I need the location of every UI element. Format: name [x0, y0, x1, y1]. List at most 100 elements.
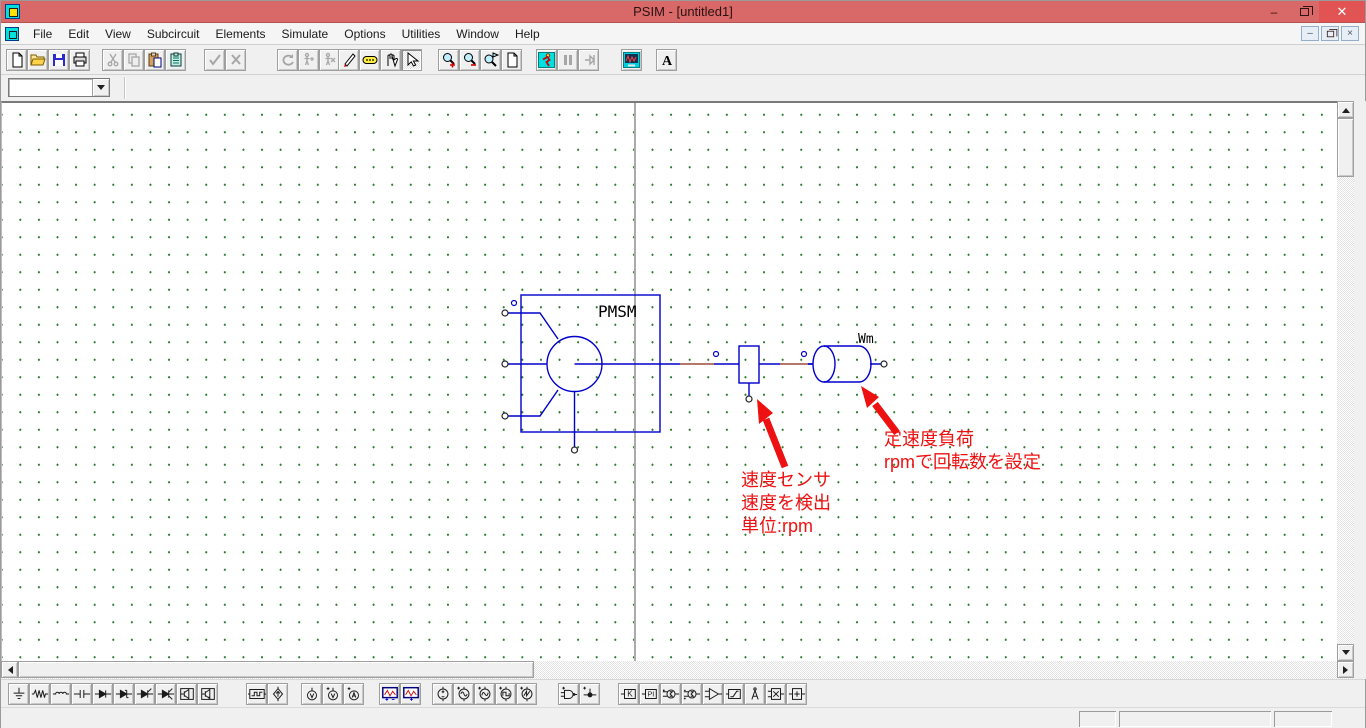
label-flag-button[interactable] [744, 683, 765, 705]
zoom-in-button[interactable] [438, 49, 459, 71]
summer-1-icon [662, 689, 679, 699]
gto-button[interactable] [155, 683, 176, 705]
load-cylinder-end [812, 345, 836, 383]
voltage-sensor-button[interactable] [322, 683, 343, 705]
mux-block-button[interactable] [765, 683, 786, 705]
signal-probe-icon [582, 686, 596, 698]
menu-elements[interactable]: Elements [215, 26, 266, 41]
statusbar-panel [1119, 711, 1271, 727]
capacitor-button[interactable] [71, 683, 92, 705]
voltmeter-button[interactable] [301, 683, 322, 705]
horizontal-scrollbar[interactable] [1, 661, 1354, 679]
menu-view[interactable]: View [105, 26, 131, 41]
zener-diode-button[interactable] [113, 683, 134, 705]
restore-button[interactable] [1289, 1, 1319, 22]
thyristor-button[interactable] [134, 683, 155, 705]
fit-page-button[interactable] [501, 49, 522, 71]
menu-window[interactable]: Window [456, 26, 499, 41]
simview-button[interactable] [621, 49, 642, 71]
scroll-up-button[interactable] [1337, 101, 1354, 118]
close-button[interactable]: ✕ [1319, 1, 1365, 22]
cut-button[interactable] [102, 49, 123, 71]
current-sensor-button[interactable] [343, 683, 364, 705]
scroll-left-button[interactable] [1, 661, 18, 678]
label-tool-button[interactable] [359, 49, 380, 71]
select-tool-button[interactable] [401, 49, 422, 71]
mdi-restore-button[interactable] [1321, 26, 1339, 41]
element-combo-value[interactable] [9, 79, 92, 96]
disable-element-button[interactable] [319, 49, 340, 71]
sine-source-button[interactable] [474, 683, 495, 705]
summer-1-button[interactable] [660, 683, 681, 705]
voltage-probe-scope-2-button[interactable] [400, 683, 421, 705]
statusbar-panel [1079, 711, 1116, 727]
transistor-module-1-button[interactable] [176, 683, 197, 705]
inductor-button[interactable] [50, 683, 71, 705]
pause-simulation-button[interactable] [557, 49, 578, 71]
gain-block-button[interactable]: K [618, 683, 639, 705]
print-button[interactable] [69, 49, 90, 71]
pi-block-button[interactable]: PI [639, 683, 660, 705]
vertical-scroll-thumb[interactable] [1337, 118, 1354, 177]
scroll-right-button[interactable] [1337, 661, 1354, 678]
menu-subcircuit[interactable]: Subcircuit [146, 26, 200, 41]
scroll-down-button[interactable] [1337, 644, 1354, 661]
menu-file[interactable]: File [33, 26, 53, 41]
menu-simulate[interactable]: Simulate [281, 26, 329, 41]
voltage-probe-scope-button[interactable] [379, 683, 400, 705]
paste-list-button[interactable] [165, 49, 186, 71]
ac-source-icon [456, 686, 469, 702]
logic-gate-button[interactable] [558, 683, 579, 705]
square-source-button[interactable] [495, 683, 516, 705]
run-simulation-button[interactable] [536, 49, 557, 71]
new-file-button[interactable] [6, 49, 27, 71]
square-wave-source-button[interactable] [246, 683, 267, 705]
apply-button[interactable] [204, 49, 225, 71]
comparator-button[interactable] [702, 683, 723, 705]
schematic-canvas[interactable]: PMSM Wm 速度センサ 速度を検出 単位:rpm 定速度負荷 rpmで回転数… [1, 101, 1337, 661]
dc-source-button[interactable] [432, 683, 453, 705]
step-simulation-button[interactable] [578, 49, 599, 71]
menu-options[interactable]: Options [344, 26, 386, 41]
enable-element-button[interactable] [298, 49, 319, 71]
cross-icon [230, 54, 241, 65]
paste-button[interactable] [144, 49, 165, 71]
node-block-button[interactable] [786, 683, 807, 705]
save-button[interactable] [48, 49, 69, 71]
hand-icon [387, 53, 398, 68]
current-source-button[interactable] [267, 683, 288, 705]
menu-utilities[interactable]: Utilities [401, 26, 441, 41]
check-icon [208, 54, 221, 66]
horizontal-scroll-thumb[interactable] [18, 661, 534, 678]
annotation-line: 単位:rpm [741, 516, 813, 536]
text-tool-button[interactable]: A [656, 49, 677, 71]
minimize-button[interactable]: – [1270, 4, 1278, 19]
summer-2-button[interactable] [681, 683, 702, 705]
zoom-out-button[interactable] [459, 49, 480, 71]
scrollbar-corner [1354, 101, 1366, 679]
menu-edit[interactable]: Edit [68, 26, 90, 41]
resistor-button[interactable] [29, 683, 50, 705]
element-combo[interactable] [8, 78, 110, 97]
diode-button[interactable] [92, 683, 113, 705]
mdi-minimize-button[interactable]: – [1301, 26, 1319, 41]
ac-source-button[interactable] [453, 683, 474, 705]
undo-button[interactable] [277, 49, 298, 71]
pan-tool-button[interactable] [380, 49, 401, 71]
svg-text:PI: PI [647, 690, 654, 699]
limiter-block-button[interactable] [723, 683, 744, 705]
new-file-icon [12, 52, 22, 68]
ground-button[interactable] [8, 683, 29, 705]
transistor-module-2-button[interactable] [197, 683, 218, 705]
cancel-button[interactable] [225, 49, 246, 71]
copy-button[interactable] [123, 49, 144, 71]
triangle-source-button[interactable] [516, 683, 537, 705]
wire-tool-button[interactable] [338, 49, 359, 71]
vertical-scrollbar[interactable] [1337, 101, 1354, 661]
mdi-close-button[interactable]: × [1341, 26, 1359, 41]
zoom-area-button[interactable] [480, 49, 501, 71]
menu-help[interactable]: Help [514, 26, 540, 41]
combo-dropdown-button[interactable] [92, 79, 109, 96]
open-file-button[interactable] [27, 49, 48, 71]
signal-probe-button[interactable] [579, 683, 600, 705]
